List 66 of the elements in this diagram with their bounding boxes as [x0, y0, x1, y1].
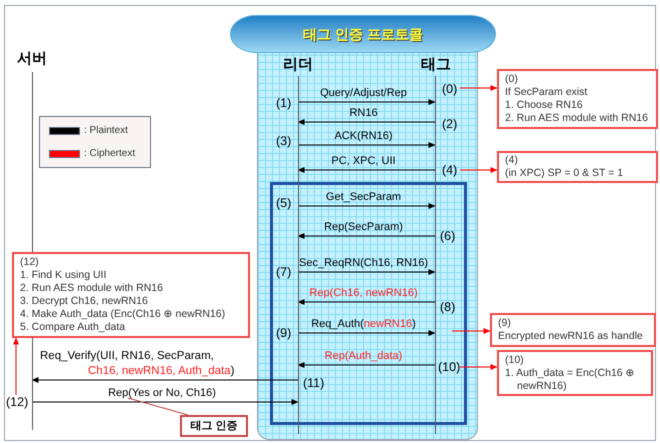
note-line: 3. Decrypt Ch16, newRN16 — [20, 295, 149, 308]
legend-text: : Ciphertext — [84, 147, 136, 161]
message-arrow — [32, 377, 298, 383]
note-line: 4. Make Auth_data (Enc(Ch16 ⊕ newRN16) — [20, 308, 226, 321]
callout-arrow — [460, 364, 498, 370]
message-label: ACK(RN16) — [334, 129, 393, 144]
note-line: (4) — [505, 154, 519, 167]
lifeline-heading: 리더 — [283, 55, 313, 75]
step-number: (9) — [276, 326, 292, 341]
step-number: (11) — [303, 376, 324, 391]
message-label: Req_Auth(newRN16) — [311, 317, 416, 332]
message-label: RN16 — [349, 106, 378, 121]
step-number: (0) — [442, 82, 458, 97]
message-arrow — [298, 142, 436, 148]
note-line: (in XPC) SP = 0 & ST = 1 — [505, 167, 624, 180]
step-number: (5) — [276, 196, 292, 211]
step-number: (7) — [276, 265, 292, 280]
callout-arrow — [13, 338, 19, 396]
message-arrow — [298, 233, 436, 239]
step-number: (3) — [276, 134, 292, 149]
note-line: (9) — [498, 317, 512, 330]
step-number: (12) — [6, 395, 30, 410]
step-number: (1) — [276, 96, 292, 111]
message-label: Sec_ReqRN(Ch16, RN16) — [299, 256, 428, 271]
message-arrow — [298, 167, 436, 173]
step-number: (8) — [440, 300, 456, 315]
callout-arrow — [460, 85, 498, 91]
message-label: Req_Verify(UII, RN16, SecParam, Ch16, newRN16, Auth_data) — [40, 349, 236, 379]
message-label: Query/Adjust/Rep — [320, 86, 407, 101]
message-label: Rep(Ch16, newRN16) — [309, 286, 418, 301]
annotation-label: 태그 인증 — [190, 418, 238, 434]
message-arrow — [298, 99, 436, 105]
message-label: Rep(Auth_data) — [324, 349, 402, 364]
lifeline-heading: 태그 — [421, 55, 451, 75]
callout-arrow — [460, 167, 498, 173]
message-label: Get_SecParam — [326, 190, 402, 205]
note-line: (10) — [505, 354, 525, 366]
message-label: Rep(SecParam) — [324, 220, 403, 235]
message-label: PC, XPC, UII — [331, 154, 396, 169]
message-arrow — [298, 269, 436, 275]
note-line: 2. Run AES module with RN16 — [20, 282, 164, 295]
note-line: If SecParam exist — [505, 86, 588, 99]
note-line: 1. Choose RN16 — [505, 99, 584, 112]
message-arrow — [298, 119, 436, 125]
note-line: (12) — [20, 256, 40, 269]
note-line: (0) — [505, 73, 519, 86]
message-arrow — [298, 330, 436, 336]
step-number: (4) — [442, 163, 458, 178]
leader-line — [128, 398, 188, 416]
message-arrow — [298, 299, 436, 305]
step-number: (6) — [440, 229, 456, 244]
legend-text: : Plaintext — [84, 124, 128, 138]
message-arrow — [298, 203, 436, 209]
note-line: 2. Run AES module with RN16 — [505, 112, 649, 125]
message-arrow — [298, 362, 436, 368]
note-line: 1. Find K using UII — [20, 269, 108, 282]
lifeline-heading: 서버 — [17, 49, 47, 69]
callout-arrow — [452, 328, 490, 334]
message-arrow — [32, 399, 298, 405]
title: 태그 인증 프로토콜 — [303, 24, 423, 44]
step-number: (2) — [442, 117, 458, 132]
message-label: Rep(Yes or No, Ch16) — [108, 386, 216, 401]
note-line: 5. Compare Auth_data — [20, 321, 126, 334]
step-number: (10) — [438, 360, 460, 375]
note-line: Encrypted newRN16 as handle — [498, 330, 644, 343]
note-line: 1. Auth_data = Enc(Ch16 ⊕ newRN16) — [505, 366, 636, 392]
